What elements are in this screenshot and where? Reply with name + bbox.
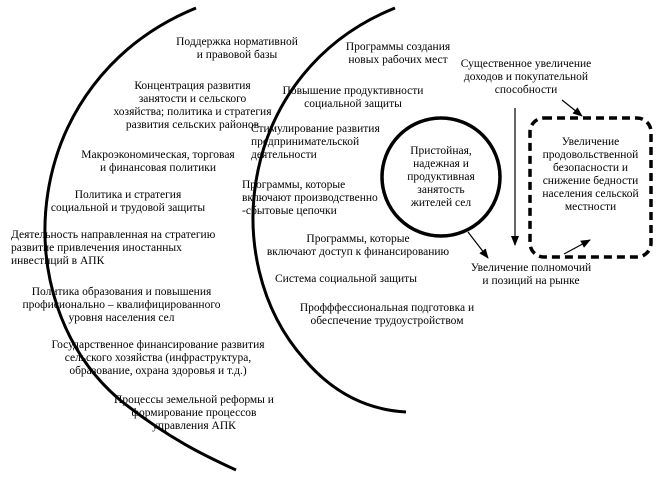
- outer-policy-arc: [43, 6, 237, 472]
- inner-program-1: Программы создания новых рабочих мест: [345, 41, 451, 66]
- inner-program-arc: [251, 6, 407, 414]
- outer-policy-4: Политика и стратегия социальной и трудов…: [50, 189, 206, 214]
- outer-policy-7: Государственное финансирование развития …: [51, 339, 265, 377]
- inner-program-7: Профффессиональная подготовка и обеспече…: [299, 302, 475, 327]
- arrow-circle-to-market: [467, 231, 489, 259]
- food-security-box: [528, 116, 653, 259]
- outer-policy-1: Поддержка нормативной и правовой базы: [176, 36, 298, 61]
- arrow-income-to-foodsecurity: [561, 99, 583, 117]
- inner-program-6: Система социальной защиты: [275, 273, 417, 285]
- outer-policy-3: Макроэкономическая, торговая и финансова…: [81, 149, 235, 174]
- core-goal-circle: [380, 116, 502, 238]
- inner-program-5: Программы, которые включают доступ к фин…: [266, 233, 450, 258]
- outcome-food-security: Увеличение продовольственной безопасност…: [542, 136, 639, 213]
- outer-policy-5: Деятельность направленная на стратегию р…: [11, 229, 216, 267]
- inner-program-4: Программы, которые включают производстве…: [242, 179, 378, 217]
- outer-policy-8: Процессы земельной реформы и формировани…: [114, 394, 274, 432]
- outer-policy-6: Политика образования и повышения профиси…: [22, 286, 221, 324]
- inner-program-2: Повышение продуктивности социальной защи…: [282, 85, 424, 110]
- outcome-market: Увеличение полномочий и позиций на рынке: [470, 262, 592, 287]
- outer-policy-2: Концентрация развития занятости и сельск…: [113, 80, 272, 131]
- inner-program-3: Стимулирование развития предпринимательс…: [251, 123, 380, 161]
- core-goal-label: Пристойная, надежная и продуктивная заня…: [407, 145, 475, 209]
- outcome-income: Существенное увеличение доходов и покупа…: [460, 58, 592, 96]
- arrow-market-to-foodsecurity: [563, 239, 591, 255]
